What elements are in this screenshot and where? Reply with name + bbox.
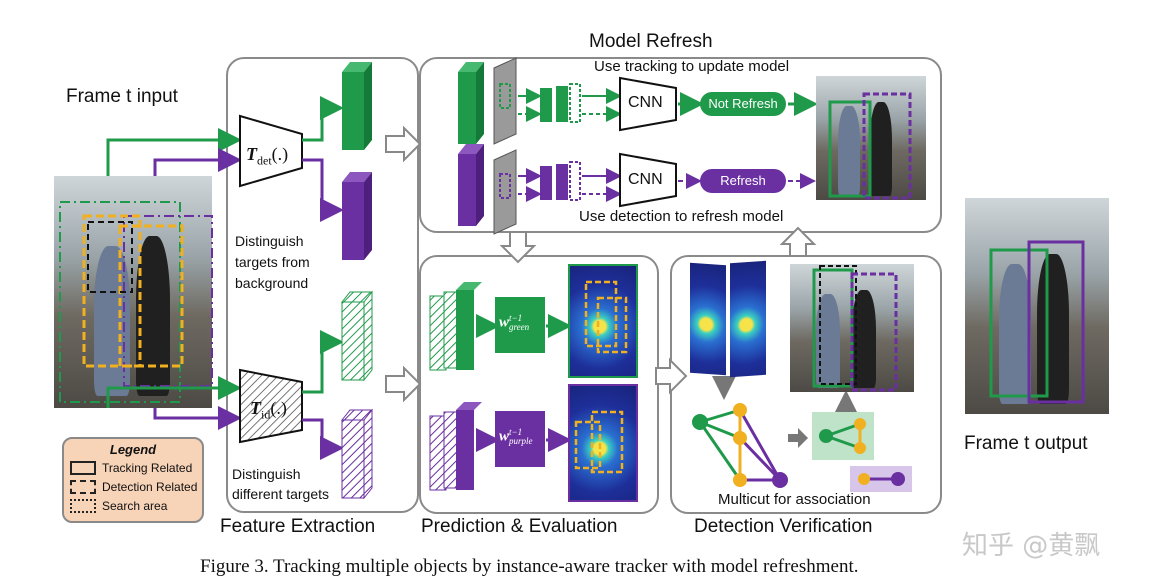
legend-solid-swatch (70, 461, 96, 475)
fe-note-top: Distinguish targets from background (235, 233, 310, 291)
t-det-block (239, 114, 303, 188)
prediction-title: Prediction & Evaluation (421, 516, 618, 537)
cnn-top-block (619, 76, 677, 132)
watermark: 知乎 @黄飘 (962, 531, 1101, 561)
graph-gray-arrow (788, 428, 808, 448)
output-frame-boxes (989, 240, 1085, 404)
not-refresh-pill: Not Refresh (700, 92, 786, 116)
frame-input-label: Frame t input (66, 86, 178, 107)
feature-det-purple (342, 172, 372, 260)
refresh-pill: Refresh (700, 169, 786, 193)
mr-green-feature (458, 62, 484, 144)
legend-item-search: Search area (70, 499, 167, 513)
feature-id-purple (340, 408, 374, 500)
arrow-input-purple (153, 148, 242, 176)
det-heatmap-2 (730, 260, 766, 378)
detection-title: Detection Verification (694, 516, 873, 537)
legend-title: Legend (109, 442, 157, 457)
arrow-input-purple-id (153, 406, 242, 430)
flow-arrow-pred-to-det (655, 357, 688, 395)
legend-dashed-swatch (70, 480, 96, 494)
t-id-label: Tid(.) (250, 398, 287, 422)
detection-result-boxes (812, 265, 898, 392)
model-refresh-bottom-note: Use detection to refresh model (579, 208, 784, 225)
mr-purple-feature (458, 144, 484, 226)
legend-item-detection: Detection Related (70, 480, 197, 494)
multicut-graph (692, 403, 788, 488)
arrow-input-green (106, 128, 242, 176)
mr-purple-small-blocks (540, 161, 581, 201)
legend-item-tracking: Tracking Related (70, 461, 192, 475)
legend-box: Legend Tracking Related Detection Relate… (62, 437, 204, 523)
out-person-right (1037, 254, 1069, 404)
detection-box-yellow-1 (82, 214, 142, 368)
multicut-label: Multicut for association (718, 491, 871, 508)
w-green-box (495, 297, 545, 353)
cnn-bottom-label: CNN (628, 171, 663, 188)
frame-output-label: Frame t output (964, 433, 1088, 454)
refresh-result-boxes (828, 92, 912, 200)
mr-green-filter (493, 57, 517, 145)
legend-dashdot-swatch (70, 499, 96, 513)
pred-heatmap-purple (568, 384, 638, 502)
pred-heatmap-green-boxes (584, 280, 628, 354)
search-area-purple (123, 215, 213, 387)
feature-extraction-title: Feature Extraction (220, 516, 376, 537)
search-area-green (59, 201, 181, 403)
cnn-bottom-block (619, 152, 677, 208)
feature-det-green (342, 62, 372, 150)
pred-heatmap-purple-boxes (574, 410, 624, 474)
figure-caption: Figure 3. Tracking multiple objects by i… (200, 556, 859, 577)
out-person-left (999, 264, 1031, 404)
pred-green-stack (429, 282, 482, 371)
mr-purple-filter (493, 149, 517, 235)
model-refresh-title: Model Refresh (589, 31, 713, 52)
flow-arrow-det-to-refresh (779, 226, 817, 257)
model-refresh-top-note: Use tracking to update model (594, 58, 790, 75)
input-frame-boxes (59, 201, 213, 403)
pred-purple-stack (429, 402, 482, 491)
w-purple-box (495, 411, 545, 467)
feature-id-green (340, 290, 374, 382)
output-frame-image (965, 198, 1109, 414)
detection-box-yellow-2 (118, 224, 184, 368)
flow-arrow-to-prediction (385, 365, 422, 403)
t-id-block (239, 368, 303, 444)
flow-arrow-to-refresh (385, 125, 422, 163)
mr-green-small-blocks (540, 83, 581, 123)
detection-box-black (87, 221, 133, 293)
det-heatmap-1 (690, 262, 726, 376)
t-det-label: Tdet(.) (246, 144, 289, 168)
person-right (136, 236, 170, 396)
fe-note-bottom: Distinguish different targets (232, 466, 330, 502)
arrow-input-green-id (106, 376, 242, 408)
cnn-top-label: CNN (628, 94, 663, 111)
flow-arrow-refresh-to-pred (499, 231, 537, 264)
